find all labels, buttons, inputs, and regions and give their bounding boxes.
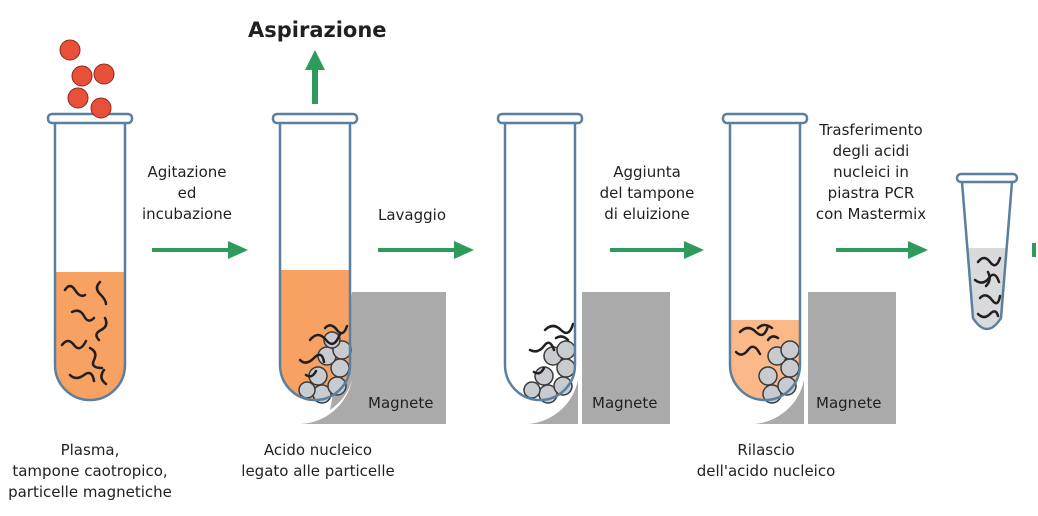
tube-4-rim <box>721 112 809 125</box>
red-bead <box>93 63 115 85</box>
step-trasferimento-label: Trasferimento degli acidi nucleici in pi… <box>815 121 927 223</box>
pcr-tube-fill <box>968 248 1006 329</box>
red-bead <box>59 39 81 61</box>
tube-1-liquid <box>55 272 125 400</box>
magnet-label-3: Magnete <box>816 394 882 412</box>
step-lavaggio-label: Lavaggio <box>377 206 446 224</box>
tube-4-outline <box>728 122 802 402</box>
arrow-lavaggio <box>378 241 474 259</box>
tube-1 <box>46 112 134 402</box>
tube-3-outline <box>503 122 577 402</box>
red-bead <box>90 97 112 119</box>
caption-tube-1: Plasma, tampone caotropico, particelle m… <box>8 441 172 501</box>
tube-3 <box>496 112 670 424</box>
tube-1-rim <box>46 112 134 125</box>
pcr-tube <box>955 172 1019 331</box>
arrow-trasferimento <box>836 241 928 259</box>
tube-3-rim <box>496 112 584 125</box>
red-bead <box>71 65 93 87</box>
tube-2 <box>271 112 446 424</box>
arrow-agitazione <box>152 241 248 259</box>
magnet-1-body <box>358 292 446 424</box>
magnet-label-1: Magnete <box>368 394 434 412</box>
caption-tube-4: Rilascio dell'acido nucleico <box>696 441 836 480</box>
magnet-3 <box>808 292 896 424</box>
magnet-label-2: Magnete <box>592 394 658 412</box>
magnetic-particles <box>298 331 352 404</box>
diagram-title: Aspirazione <box>248 18 387 42</box>
tube-2-rim <box>271 112 359 125</box>
red-bead <box>67 87 89 109</box>
tube-4 <box>721 112 896 424</box>
caption-tube-2: Acido nucleico legato alle particelle <box>241 441 395 480</box>
magnet-2 <box>582 292 670 424</box>
red-beads <box>59 39 115 119</box>
tube-1-outline <box>53 122 127 402</box>
pcr-tube-rim <box>955 172 1019 184</box>
tube-2-outline <box>278 122 352 402</box>
aspiration-arrow <box>305 50 325 104</box>
arrow-aggiunta <box>610 241 704 259</box>
step-agitazione-label: Agitazione ed incubazione <box>141 163 233 223</box>
nucleic-acid-strands <box>60 280 108 386</box>
step-aggiunta-label: Aggiunta del tampone di eluizione <box>599 163 695 223</box>
